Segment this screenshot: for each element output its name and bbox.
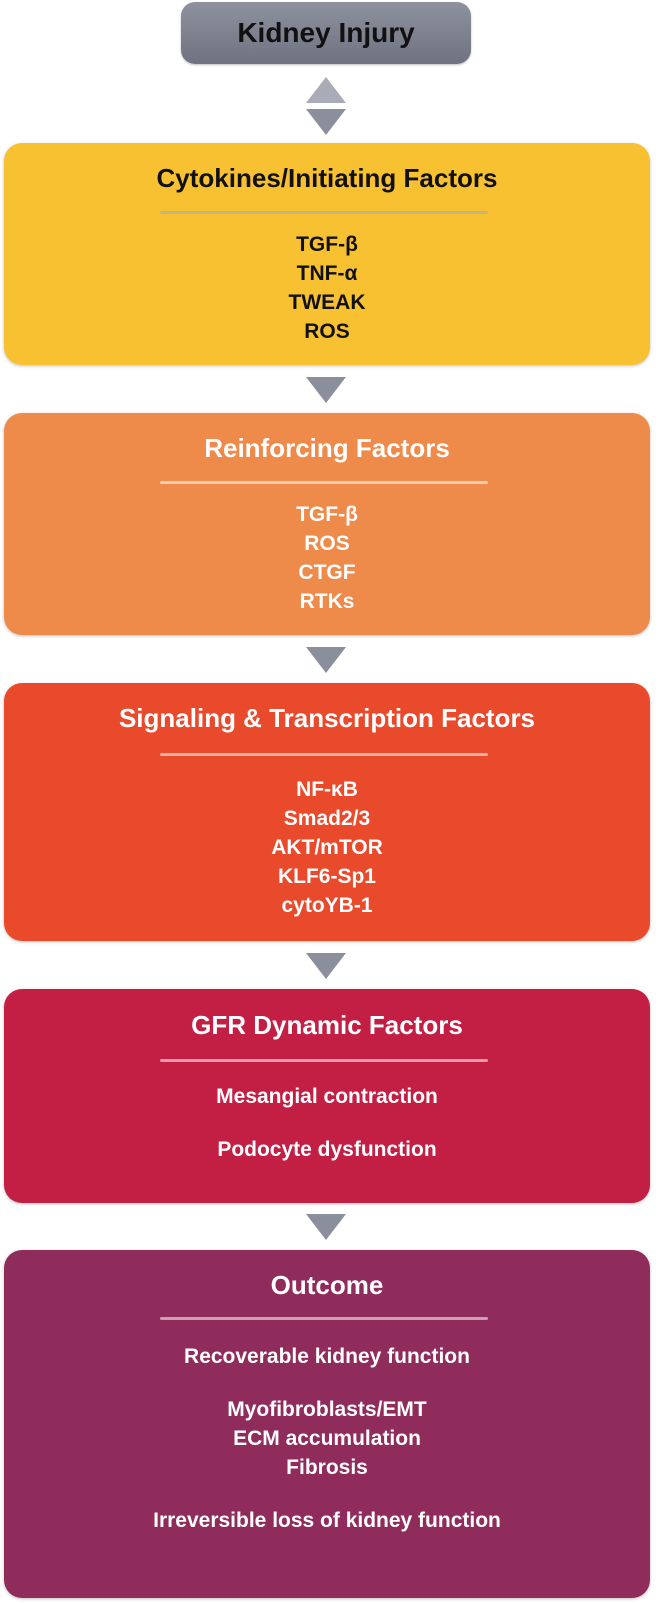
reinforcing-box: Reinforcing Factors TGF-β ROS CTGF RTKs [4,413,650,635]
list-item: AKT/mTOR [271,836,383,859]
list-item: ROS [304,532,350,555]
list-item: RTKs [299,590,355,613]
outcome-title: Outcome [270,1270,384,1300]
list-item: NF-κB [296,778,358,801]
kidney-injury-box: Kidney Injury [181,2,471,64]
list-item: Irreversible loss of kidney function [153,1509,501,1532]
list-item: cytoYB-1 [281,894,373,917]
divider [160,1059,488,1062]
arrow-up-icon [306,77,346,103]
arrow-down-icon [306,1214,346,1240]
list-item: TNF-α [296,262,358,285]
list-item: KLF6-Sp1 [277,865,376,888]
kidney-injury-label: Kidney Injury [237,17,415,48]
reinforcing-title: Reinforcing Factors [204,433,450,463]
divider [160,481,488,484]
list-item: TGF-β [296,233,358,256]
gfr-box: GFR Dynamic Factors Mesangial contractio… [4,989,650,1203]
divider [160,1317,488,1320]
list-item: Smad2/3 [283,807,371,830]
cytokines-title: Cytokines/Initiating Factors [156,163,498,193]
cytokines-box: Cytokines/Initiating Factors TGF-β TNF-α… [4,143,650,365]
arrow-down-icon [306,109,346,135]
list-item: ROS [304,320,350,343]
signaling-box: Signaling & Transcription Factors NF-κB … [4,683,650,941]
arrow-down-icon [306,953,346,979]
list-item: ECM accumulation [233,1427,421,1450]
list-item: Recoverable kidney function [184,1345,470,1368]
gfr-title: GFR Dynamic Factors [191,1010,463,1040]
arrow-down-icon [306,377,346,403]
list-item: TWEAK [288,291,366,314]
signaling-title: Signaling & Transcription Factors [118,703,536,733]
arrow-down-icon [306,647,346,673]
list-item: Mesangial contraction [216,1085,438,1108]
list-item: CTGF [298,561,356,584]
list-item: Myofibroblasts/EMT [227,1398,427,1421]
outcome-box: Outcome Recoverable kidney function Myof… [4,1250,650,1598]
divider [160,753,488,756]
divider [160,211,488,214]
list-item: Fibrosis [286,1456,368,1479]
list-item: Podocyte dysfunction [217,1138,437,1161]
list-item: TGF-β [296,503,358,526]
